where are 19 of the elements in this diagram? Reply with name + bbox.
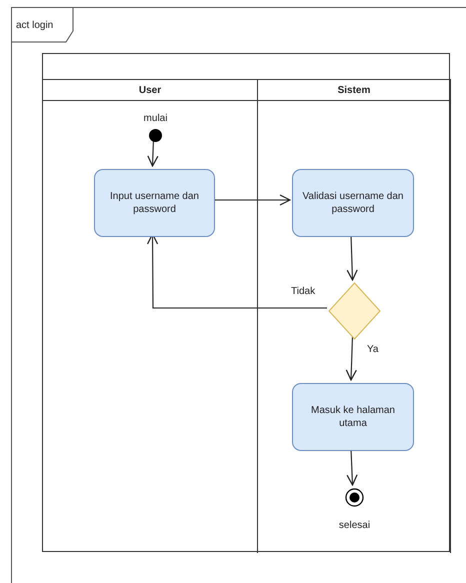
lane-title: Sistem: [338, 84, 370, 98]
pool-box: [42, 53, 450, 552]
decision-diamond: [329, 283, 380, 339]
node-caption: selesai: [338, 519, 370, 533]
frame: [11, 7, 466, 583]
action-label: Masuk ke halaman utama: [310, 404, 396, 430]
action-label: Input username dan password: [109, 190, 200, 216]
swimlane: [258, 79, 451, 553]
action-box: [94, 169, 215, 237]
swimlane: [43, 79, 258, 553]
node-caption: mulai: [144, 112, 168, 126]
frame-title: act login: [16, 19, 54, 33]
arrow: [213, 194, 291, 206]
lane-title: User: [138, 84, 162, 98]
action-box: [292, 383, 414, 451]
arrow: [147, 138, 158, 167]
arrow: [346, 336, 357, 381]
action-box: [292, 169, 414, 237]
action-label: Validasi username dan password: [302, 190, 404, 216]
